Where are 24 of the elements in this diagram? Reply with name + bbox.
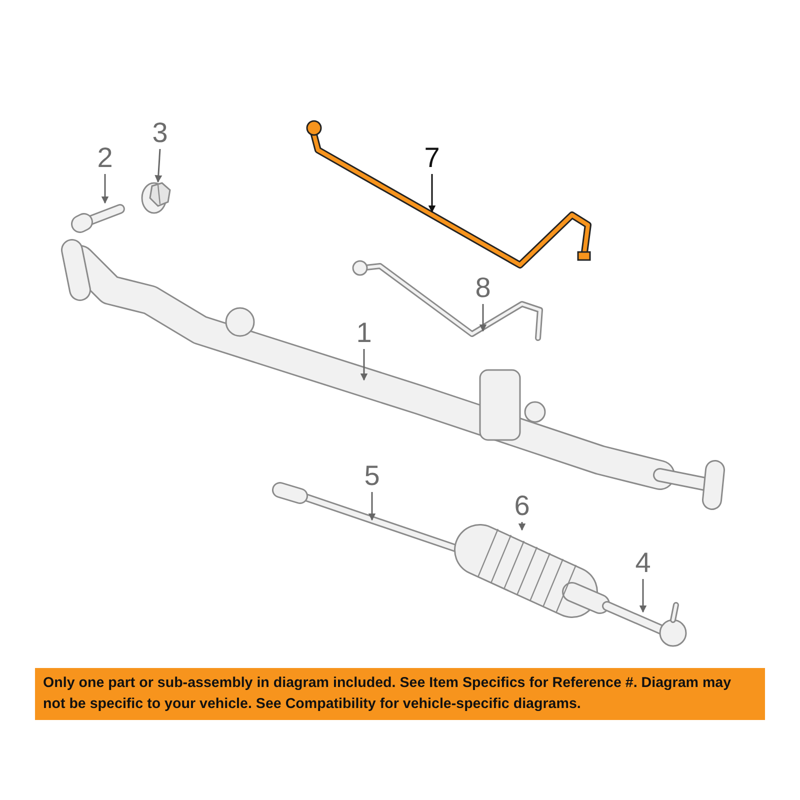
callout-number: 8 [468, 273, 498, 303]
leader-arrow [368, 492, 376, 521]
callout-number: 6 [507, 491, 537, 521]
callout-number: 7 [417, 143, 447, 173]
disclaimer-banner [35, 668, 765, 720]
leader-arrow [154, 148, 162, 183]
pressure-line-drawing [306, 120, 592, 268]
disclaimer-text: Only one part or sub-assembly in diagram included. See Item Specifics for Reference #. Diagram may not be specific to your vehicle. See Compatibility for vehicle-specific diagrams. [43, 674, 732, 714]
callout-number: 3 [145, 118, 175, 148]
leader-arrow [360, 349, 368, 381]
nut-drawing [141, 182, 171, 214]
callout-number: 4 [628, 548, 658, 578]
callout-number: 1 [349, 318, 379, 348]
leader-arrow [428, 174, 436, 213]
return-line-drawing [352, 260, 543, 341]
boot-drawing [454, 524, 610, 618]
leader-arrow [479, 304, 487, 332]
callout-number: 2 [90, 143, 120, 173]
leader-arrow [101, 174, 109, 204]
leader-arrow [518, 522, 526, 531]
bolt-drawing [71, 204, 125, 233]
leader-arrow [639, 579, 647, 613]
callout-number: 5 [357, 461, 387, 491]
tie-rod-end-drawing [602, 601, 687, 647]
